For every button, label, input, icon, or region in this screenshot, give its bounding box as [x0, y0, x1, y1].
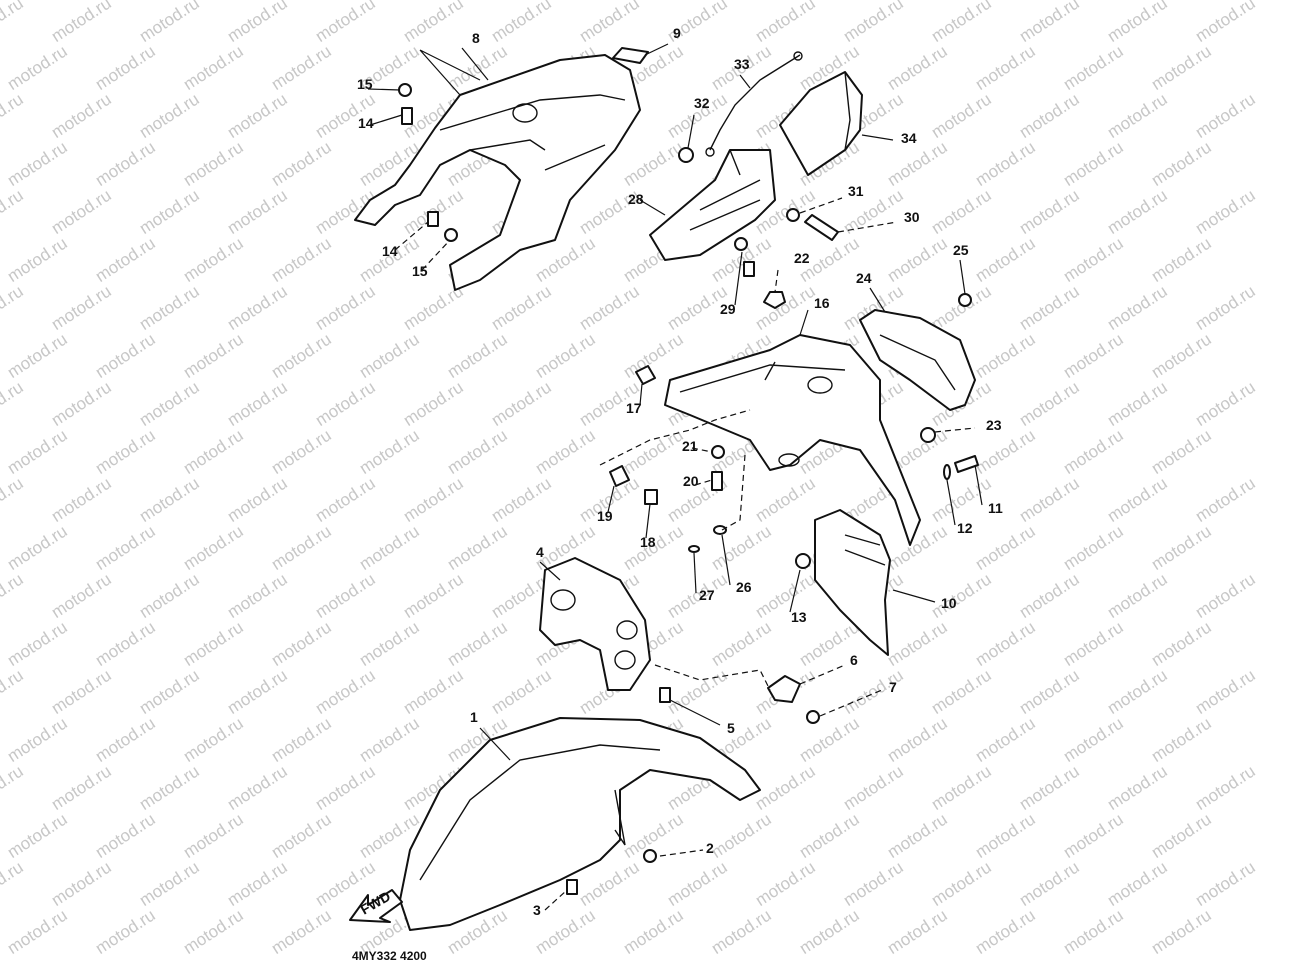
callout-4: 4: [536, 544, 544, 560]
callout-21: 21: [682, 438, 698, 454]
callout-10: 10: [941, 595, 957, 611]
part-13-nut: [795, 553, 811, 569]
callout-22: 22: [794, 250, 810, 266]
callout-17: 17: [626, 400, 642, 416]
diagram-code: 4MY332 4200: [352, 949, 427, 963]
callout-29: 29: [720, 301, 736, 317]
part-19-collar: [609, 465, 630, 487]
part-7-screw: [806, 710, 820, 724]
callout-25: 25: [953, 242, 969, 258]
part-23-nut: [920, 427, 936, 443]
callout-1: 1: [470, 709, 478, 725]
part-1-front-fender: [399, 717, 761, 931]
part-17-collar: [635, 365, 656, 385]
part-24-bracket: [859, 309, 976, 411]
part-10-flap: [814, 509, 891, 656]
part-12-washer: [943, 464, 951, 480]
part-4-bracket: [539, 557, 651, 691]
part-27-washer: [688, 545, 700, 553]
callout-3: 3: [533, 902, 541, 918]
part-15-nut-lower: [444, 228, 458, 242]
callout-14b: 14: [382, 243, 398, 259]
part-31-washer: [786, 208, 800, 222]
callout-15b: 15: [412, 263, 428, 279]
callout-33: 33: [734, 56, 750, 72]
callout-15: 15: [357, 76, 373, 92]
part-14-bolt-upper: [401, 107, 413, 125]
part-34-cover: [779, 71, 863, 176]
fwd-arrow: FWD: [349, 888, 403, 923]
part-18-bolt: [644, 489, 658, 505]
callout-8: 8: [472, 30, 480, 46]
callout-31: 31: [848, 183, 864, 199]
callout-9: 9: [673, 25, 681, 41]
part-28-bracket: [649, 149, 776, 261]
callout-34: 34: [901, 130, 917, 146]
callout-13: 13: [791, 609, 807, 625]
part-26-washer: [713, 525, 727, 535]
callout-11: 11: [988, 500, 1003, 516]
callout-5: 5: [727, 720, 735, 736]
callout-7: 7: [889, 679, 897, 695]
part-5-bolt: [659, 687, 671, 703]
part-21-nut: [711, 445, 725, 459]
part-29-bolt: [734, 237, 755, 277]
part-8-rear-frame: [354, 54, 641, 291]
callout-26: 26: [736, 579, 752, 595]
part-32-nut: [678, 147, 694, 163]
callout-14: 14: [358, 115, 374, 131]
callout-18: 18: [640, 534, 656, 550]
part-11-bolt: [954, 455, 979, 473]
part-16-fender: [664, 334, 921, 546]
callout-2: 2: [706, 840, 714, 856]
callout-27: 27: [699, 587, 715, 603]
callout-32: 32: [694, 95, 710, 111]
callout-23: 23: [986, 417, 1002, 433]
part-30-bolt: [804, 214, 839, 241]
part-9-pad: [612, 47, 649, 64]
callout-6: 6: [850, 652, 858, 668]
part-14-bolt-lower: [427, 211, 439, 227]
callout-20: 20: [683, 473, 699, 489]
part-2-nut: [643, 849, 657, 863]
callout-19: 19: [597, 508, 613, 524]
leader-lines: [367, 43, 983, 911]
part-20-bolt: [711, 471, 723, 491]
part-33-wire: [705, 51, 803, 157]
callout-28: 28: [628, 191, 644, 207]
callout-12: 12: [957, 520, 973, 536]
callout-16: 16: [814, 295, 830, 311]
part-6-clamp: [767, 675, 801, 703]
part-15-nut-upper: [398, 83, 412, 97]
callout-24: 24: [856, 270, 872, 286]
part-25-bolt: [958, 293, 972, 307]
part-3-bolt: [566, 879, 578, 895]
callout-30: 30: [904, 209, 920, 225]
part-22-grommet: [763, 291, 786, 309]
